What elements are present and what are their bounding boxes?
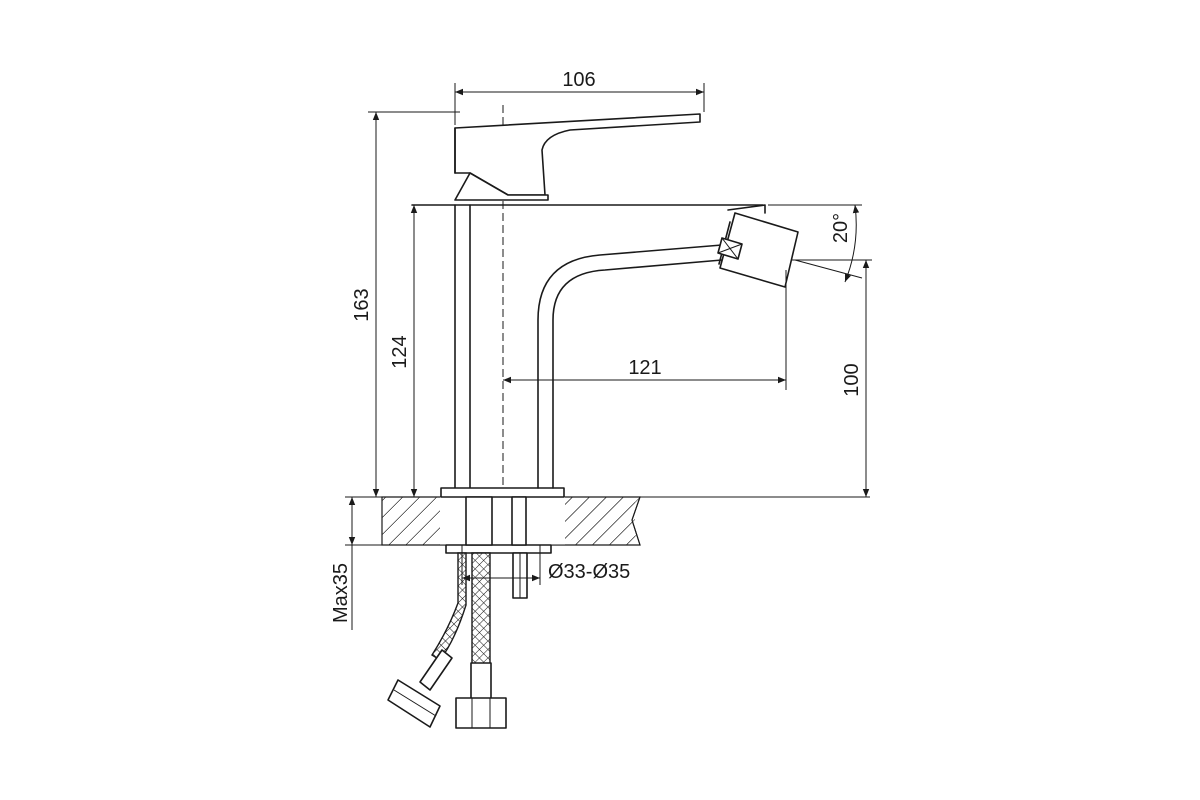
supply-hoses: [387, 552, 507, 729]
mounting-hardware: [445, 496, 552, 599]
dim-hole-diameter: Ø33-Ø35: [548, 561, 630, 583]
dim-handle-reach: 106: [562, 69, 595, 91]
dim-outlet-height: 100: [841, 363, 863, 396]
lever-handle: [454, 113, 701, 201]
dim-total-height: 163: [351, 288, 373, 321]
dim-body-height: 124: [389, 335, 411, 368]
dim-outlet-angle: 20°: [830, 213, 852, 243]
countertop: [345, 496, 870, 546]
dim-max-counter: Max35: [330, 563, 352, 623]
spout: [537, 244, 723, 489]
dimension-lines: [348, 83, 872, 630]
aerator-head: [717, 204, 799, 288]
dim-spout-reach: 121: [628, 357, 661, 379]
